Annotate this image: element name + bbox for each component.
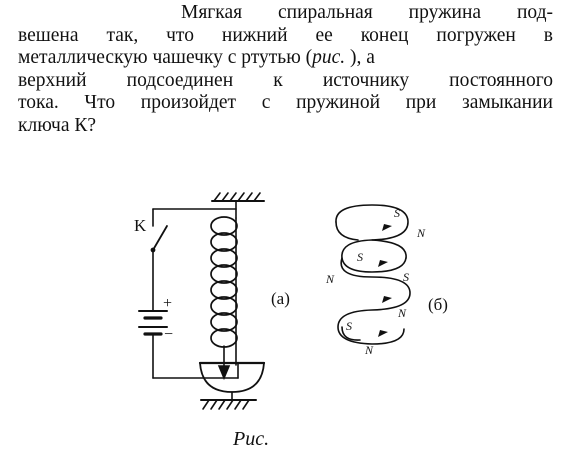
pole-label: N [416, 226, 426, 240]
pole-label: N [325, 272, 335, 286]
figure-label-a: (а) [271, 289, 290, 308]
pole-label: N [364, 343, 374, 357]
pole-label: N [397, 306, 407, 320]
battery-minus-label: − [164, 326, 173, 343]
pole-label: S [346, 319, 352, 333]
problem-line-5: тока. Что произойдет с пружиной при замы… [18, 92, 553, 114]
spring-coil [210, 216, 238, 348]
battery-plus-label: + [163, 295, 172, 312]
problem-line-3: металлическую чашечку с ртутью (рис. ), … [18, 47, 553, 70]
problem-line-1: Мягкая спиральная пружина под- [181, 2, 553, 23]
problem-line-3-end: ), а [345, 47, 375, 69]
problem-line-4: верхний подсоединен к источнику постоянн… [18, 69, 553, 91]
battery [138, 310, 168, 336]
mercury-cup [198, 361, 266, 401]
key-switch [150, 225, 168, 253]
helix-arrows [378, 224, 392, 337]
helix-diagram [335, 204, 411, 345]
pole-label: S [357, 250, 363, 264]
spring-lead [217, 217, 237, 381]
floor-support [200, 399, 257, 410]
problem-line-3-start: металлическую чашечку с ртутью ( [18, 47, 313, 69]
problem-line-6: ключа К? [18, 114, 97, 136]
figure-reference: рис. [312, 47, 346, 69]
problem-text: Мягкая спиральная пружина под- вешена та… [18, 2, 553, 138]
problem-line-2: вешена так, что нижний ее конец погружен… [18, 24, 553, 46]
key-label: K [134, 216, 147, 235]
figure-label-b: (б) [428, 295, 448, 314]
pole-label: S [394, 206, 400, 220]
figure-caption: Рис. [233, 428, 270, 450]
pole-label: S [403, 270, 409, 284]
ceiling-support [211, 192, 265, 202]
